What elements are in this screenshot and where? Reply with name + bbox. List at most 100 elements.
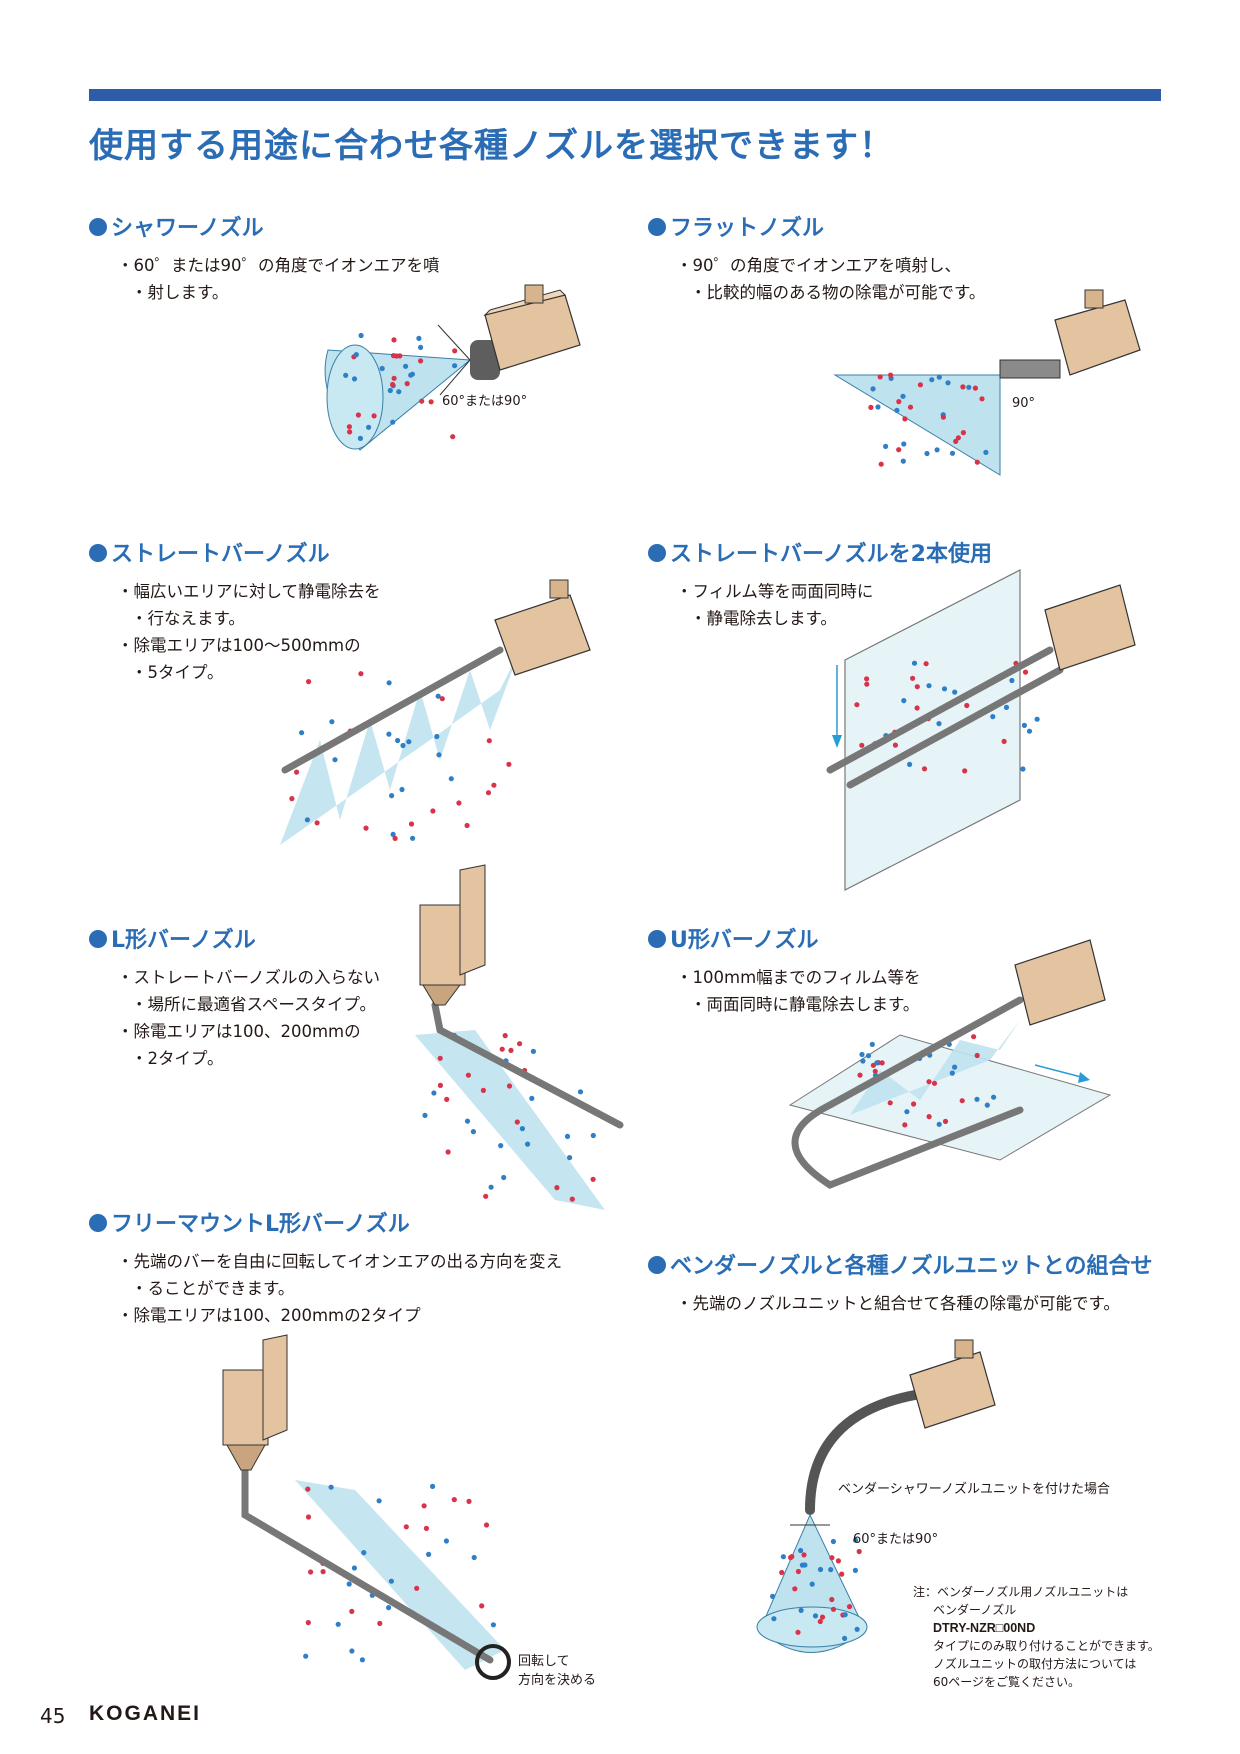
ion-dot [868, 404, 874, 410]
desc-line: 場所に最適省スペースタイプ。 [117, 991, 380, 1018]
note-line: タイプにのみ取り付けることができます。 [933, 1639, 1160, 1653]
ion-dot [900, 458, 906, 464]
ion-dot [888, 372, 894, 378]
ion-dot [390, 381, 396, 388]
ion-dot [779, 1569, 785, 1576]
bullet-icon [89, 218, 107, 236]
ion-dot [346, 1581, 352, 1587]
ion-dot [945, 380, 951, 386]
ion-dot [349, 1608, 355, 1614]
brand-logo: KOGANEI [89, 1702, 202, 1725]
rotate-label: 方向を決める [518, 1672, 596, 1688]
ion-dot [865, 1053, 872, 1059]
ion-dot [294, 769, 300, 775]
ion-dot [896, 399, 902, 405]
section-heading: フラットノズル [648, 210, 985, 242]
section-description: ストレートバーノズルの入らない 場所に最適省スペースタイプ。 除電エリアは100… [117, 964, 381, 1072]
desc-line: ストレートバーノズルの入らない [117, 964, 381, 991]
ion-dot [974, 1052, 980, 1059]
ion-dot [508, 1047, 514, 1053]
ion-dot [924, 450, 930, 457]
ion-dot [351, 376, 358, 382]
ion-dot [1003, 704, 1010, 710]
ion-dot [1022, 669, 1029, 675]
ion-dot [926, 1079, 932, 1085]
bullet-icon [648, 930, 666, 948]
ion-dot [914, 705, 920, 711]
ion-dot [431, 1090, 437, 1096]
ion-dot [530, 1048, 536, 1054]
section-shower-nozzle: シャワーノズル 60゜または90゜の角度でイオンエアを噴 射します。 [89, 210, 440, 306]
ion-dot [387, 387, 393, 394]
section-straight-bar-nozzle: ストレートバーノズル 幅広いエリアに対して静電除去を 行なえます。 除電エリアは… [89, 536, 381, 686]
ion-dot [403, 363, 409, 369]
ion-dot [529, 1095, 535, 1101]
ion-dot [363, 825, 369, 831]
ion-dot [332, 757, 338, 763]
flat-nozzle-illustration: 90° [833, 289, 1141, 476]
ion-dot [517, 1041, 523, 1047]
ion-dot [770, 1593, 776, 1599]
ion-dot [842, 1635, 848, 1641]
note-line: 注：ベンダーノズル用ノズルユニットは [913, 1585, 1129, 1599]
desc-line: 比較的幅のある物の除電が可能です。 [676, 279, 986, 306]
ion-dot [359, 1657, 365, 1663]
ion-dot [984, 1102, 990, 1108]
ion-dot [923, 661, 929, 667]
ion-dot [428, 399, 434, 405]
ion-dot [962, 768, 968, 774]
ion-dot [485, 790, 492, 796]
ion-dot [400, 742, 406, 749]
ion-dot [883, 443, 889, 449]
ion-dot [569, 1196, 575, 1202]
ion-dot [410, 835, 416, 841]
ion-dot [990, 714, 996, 720]
ion-dot [829, 1555, 835, 1561]
desc-line: 静電除去します。 [676, 605, 992, 632]
page-title: 使用する用途に合わせ各種ノズルを選択できます！ [89, 126, 894, 166]
ion-dot [830, 1538, 836, 1545]
free-mount-l-bar-illustration: 回転して 方向を決める [222, 1334, 596, 1688]
ion-dot [305, 1486, 311, 1492]
ion-dot [934, 447, 940, 453]
ion-dot [434, 733, 440, 740]
straight-bar-illustration [280, 579, 591, 845]
bender-nozzle-illustration: ベンダーシャワーノズルユニットを付けた場合 60°または90° [756, 1339, 1110, 1653]
ion-dot [872, 1068, 878, 1074]
ion-dot [936, 1121, 942, 1127]
ion-dot [828, 1567, 834, 1573]
ion-dot [901, 698, 907, 704]
ion-dot [404, 381, 410, 387]
section-description: 90゜の角度でイオンエアを噴射し、 比較的幅のある物の除電が可能です。 [676, 252, 986, 306]
ion-dot [357, 435, 363, 441]
ion-dot [789, 1554, 795, 1560]
ion-dot [396, 389, 402, 395]
ion-dot [464, 822, 470, 829]
desc-line: ることができます。 [117, 1275, 562, 1302]
bullet-icon [89, 930, 107, 948]
angle-label: 60°または90° [442, 394, 527, 409]
ion-dot [795, 1568, 801, 1575]
ion-dot [314, 820, 320, 826]
ion-dot [879, 1060, 885, 1066]
desc-line: 除電エリアは100、200mmの [117, 1018, 380, 1045]
ion-dot [887, 1100, 893, 1106]
ion-dot [304, 817, 310, 823]
desc-line: 100mm幅までのフィルム等を [676, 964, 921, 991]
angle-label: 90° [1012, 396, 1035, 411]
section-description: 先端のノズルユニットと組合せて各種の除電が可能です。 [676, 1290, 1152, 1317]
ion-dot [869, 1041, 875, 1047]
ion-dot [376, 1498, 382, 1504]
ion-dot [335, 1621, 341, 1627]
ion-dot [393, 353, 400, 359]
desc-line: 射します。 [117, 279, 440, 306]
ion-dot [771, 1616, 777, 1622]
two-bars-illustration [826, 569, 1136, 891]
ion-dot [443, 1538, 449, 1544]
ion-dot [960, 430, 966, 436]
desc-line: 両面同時に静電除去します。 [676, 991, 920, 1018]
desc-line: 60゜または90゜の角度でイオンエアを噴 [117, 252, 440, 279]
section-heading: シャワーノズル [89, 210, 440, 242]
ion-dot [347, 429, 353, 435]
ion-dot [353, 352, 359, 358]
